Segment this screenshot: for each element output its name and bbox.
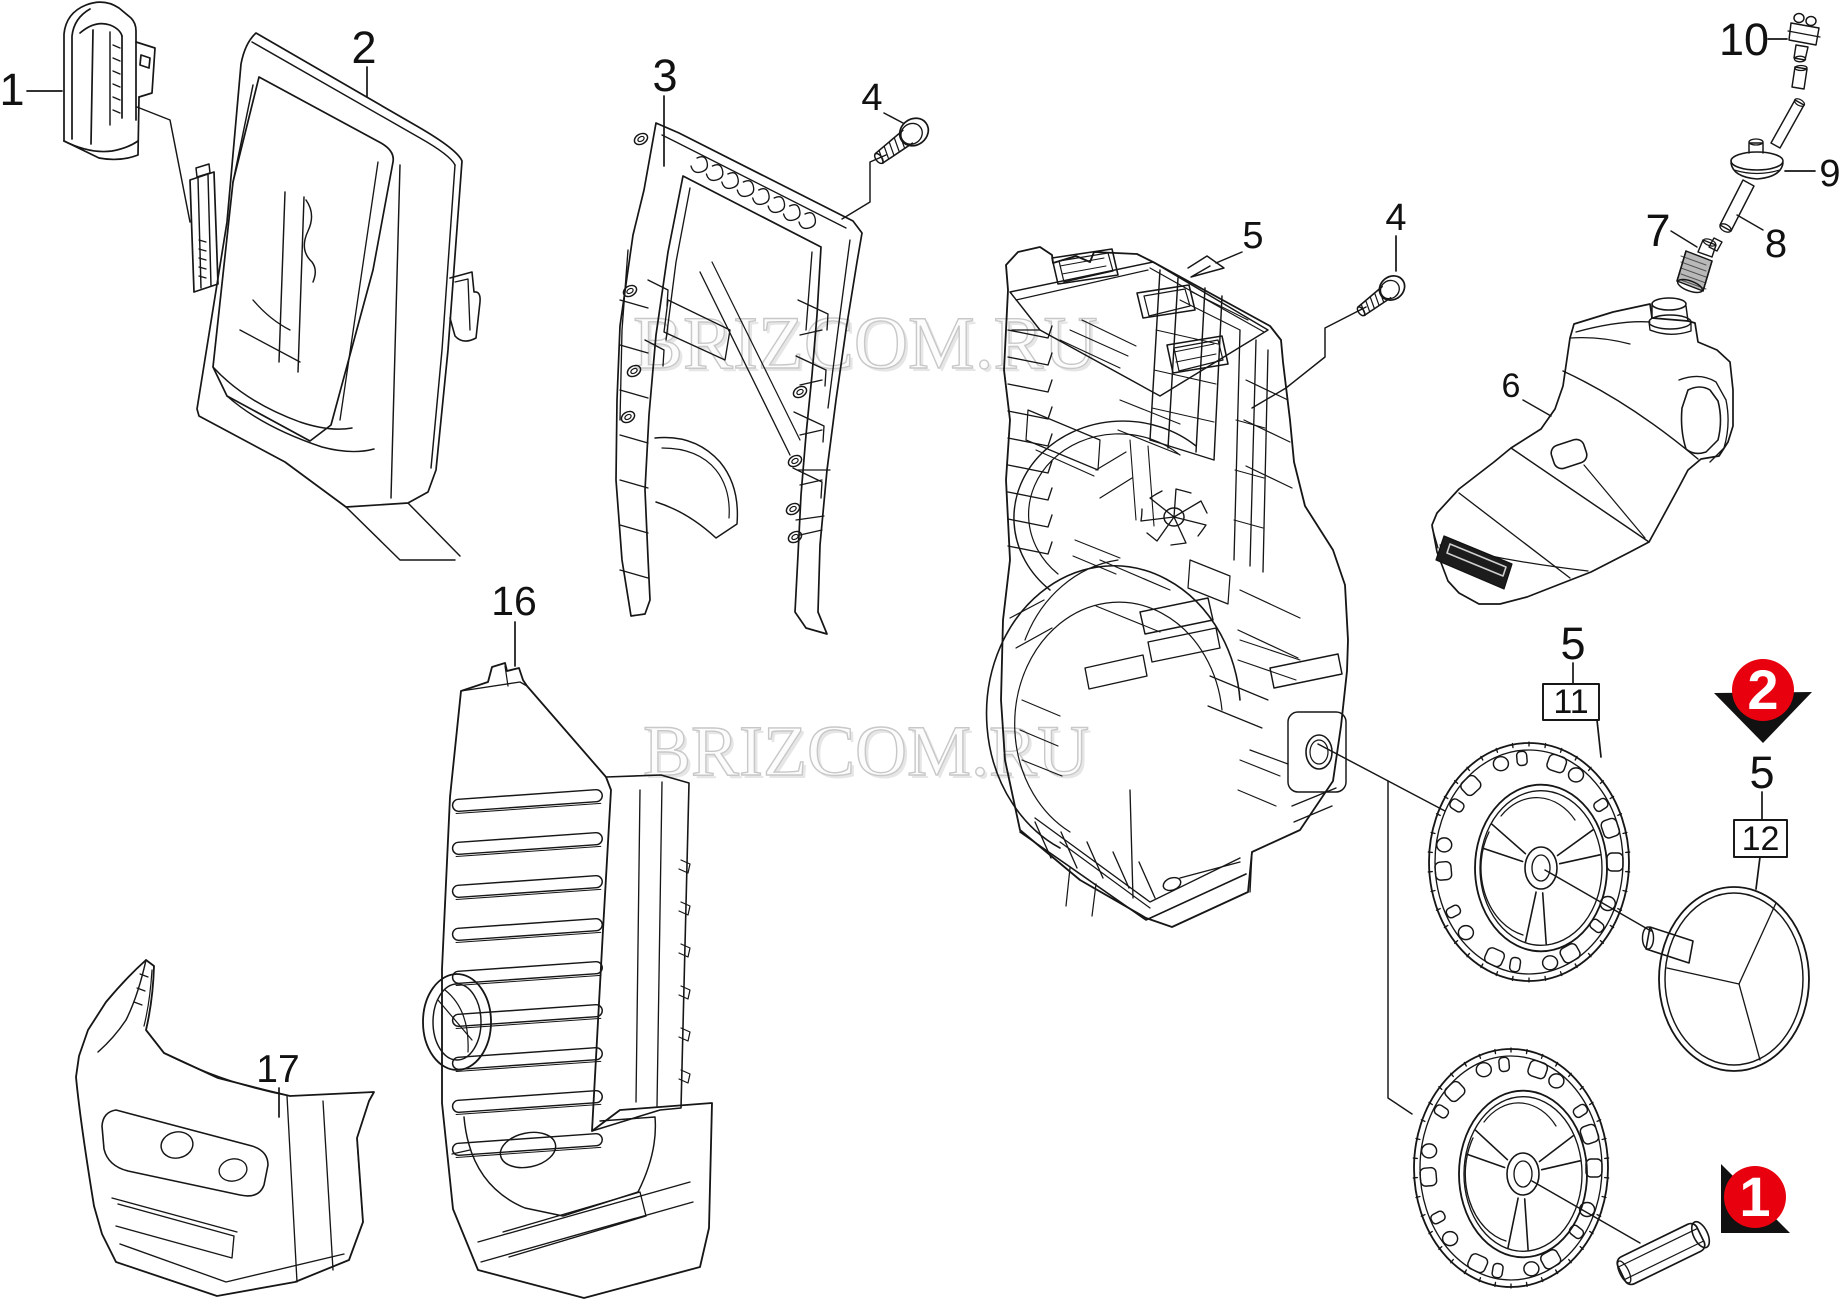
svg-text:BRIZCOM.RU: BRIZCOM.RU	[636, 305, 1101, 388]
svg-text:5: 5	[1242, 215, 1263, 257]
svg-text:10: 10	[1719, 14, 1769, 65]
svg-text:6: 6	[1502, 367, 1521, 405]
svg-text:8: 8	[1765, 222, 1787, 266]
svg-text:1: 1	[1739, 1165, 1770, 1228]
svg-text:2: 2	[351, 22, 376, 73]
svg-text:BRIZCOM.RU: BRIZCOM.RU	[643, 711, 1089, 791]
svg-text:12: 12	[1742, 820, 1780, 858]
svg-text:BRIZCOM.RU: BRIZCOM.RU	[633, 302, 1098, 385]
svg-text:5: 5	[1560, 618, 1585, 669]
svg-text:11: 11	[1553, 683, 1588, 721]
svg-text:4: 4	[1385, 197, 1406, 239]
svg-text:9: 9	[1819, 153, 1840, 195]
svg-text:7: 7	[1645, 205, 1670, 256]
svg-text:5: 5	[1749, 747, 1774, 798]
svg-text:16: 16	[491, 578, 537, 624]
svg-text:2: 2	[1747, 658, 1778, 721]
svg-text:17: 17	[256, 1048, 299, 1091]
svg-text:1: 1	[0, 64, 25, 115]
svg-text:3: 3	[652, 50, 677, 101]
svg-text:4: 4	[861, 77, 882, 119]
